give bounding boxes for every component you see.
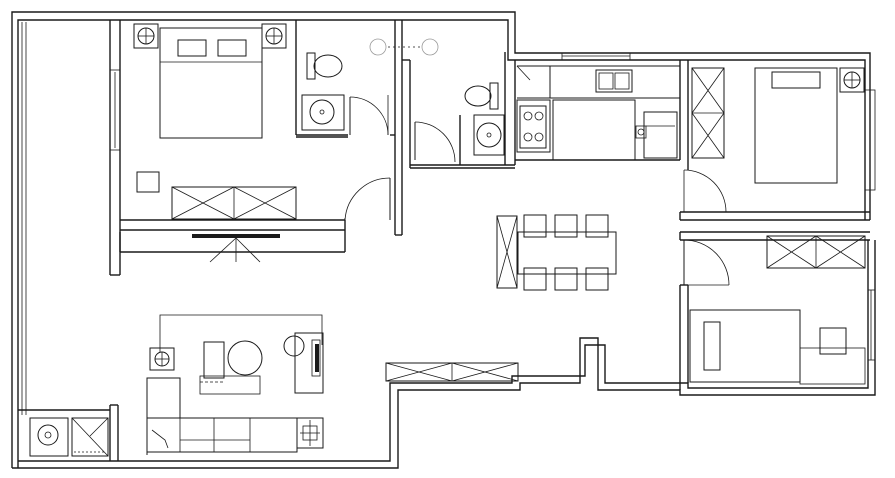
door-bedroom-2 [683,169,727,213]
lamp-icon [283,335,305,357]
lamp-icon [149,347,175,371]
pouf [227,340,263,376]
wardrobe [766,235,866,269]
wardrobe [171,186,297,220]
toilet-icon [464,82,499,110]
stool [819,327,847,355]
stove-icon [519,105,547,149]
desk [799,347,866,385]
sink-icon [473,114,505,156]
door-bedroom-3 [683,239,730,286]
lamp-icon [839,67,865,93]
shower-icon [369,38,439,56]
dining-table [517,231,617,275]
bedroom-2 [679,67,876,221]
toilet-icon [306,52,343,80]
bedroom-2-window [864,89,876,191]
kitchen-window [561,52,631,61]
master-bedroom [109,20,346,276]
kitchen-counter [516,65,680,153]
dining-area [496,214,617,291]
stool [136,171,160,193]
coffee-table-tray [199,375,261,395]
bathroom-1 [295,20,403,236]
wardrobe [691,67,725,159]
sink-icon [595,69,633,93]
lamp-icon [261,23,287,49]
bedroom-3 [679,231,876,390]
coffee-table [203,341,225,379]
lamp-icon [133,23,159,49]
sideboard [496,215,518,289]
door-bathroom-2 [414,121,456,163]
door-master-bedroom [344,177,391,221]
bedroom-3-window [867,289,876,361]
double-bed [754,67,838,184]
single-bed [689,309,801,383]
exterior-walls [11,11,876,469]
tv-cabinet [294,332,324,394]
dining-chairs [523,214,609,291]
sink-icon [301,94,345,131]
living-room [29,314,324,461]
kitchen-island [552,99,647,161]
bathroom-2 [369,38,516,169]
sofa [146,377,298,455]
kitchen [515,52,689,161]
double-bed [159,27,263,139]
balcony-window [21,22,27,415]
rug [159,314,323,352]
storage-cabinet [385,362,519,382]
door-bathroom-1 [349,95,389,136]
tv-icon [192,234,280,263]
fridge-icon [643,111,678,159]
water-heater-icon [71,417,109,457]
lamp-icon [296,417,324,449]
washing-machine-icon [29,417,69,457]
